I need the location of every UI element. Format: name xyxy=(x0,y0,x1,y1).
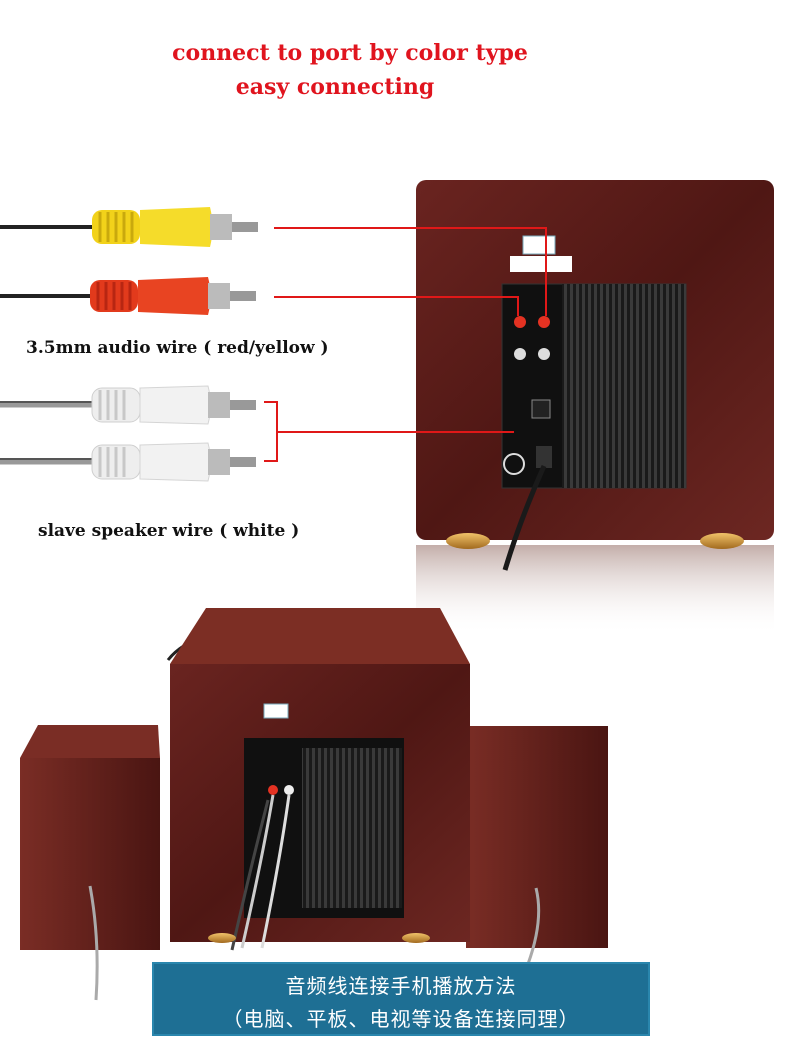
banner-subtitle: （电脑、平板、电视等设备连接同理） xyxy=(222,1007,580,1031)
audio-wire-label: 3.5mm audio wire ( red/yellow ) xyxy=(26,338,329,358)
headline-line-1: connect to port by color type xyxy=(172,40,528,66)
red-rca-plug xyxy=(0,277,256,315)
right-satellite-speaker xyxy=(466,726,608,965)
center-subwoofer xyxy=(170,608,470,951)
yellow-rca-plug xyxy=(0,207,258,247)
connection-guide-lines xyxy=(264,227,547,462)
slave-wire-label: slave speaker wire ( white ) xyxy=(38,521,300,541)
headline-line-2: easy connecting xyxy=(235,74,435,100)
left-satellite-speaker xyxy=(20,725,160,1001)
banner-title: 音频线连接手机播放方法 xyxy=(285,974,517,998)
subwoofer-rear-view xyxy=(416,180,774,635)
white-rca-plug-2 xyxy=(0,442,256,482)
instruction-banner: 音频线连接手机播放方法 （电脑、平板、电视等设备连接同理） xyxy=(152,962,650,1036)
white-rca-plug-1 xyxy=(0,385,256,425)
